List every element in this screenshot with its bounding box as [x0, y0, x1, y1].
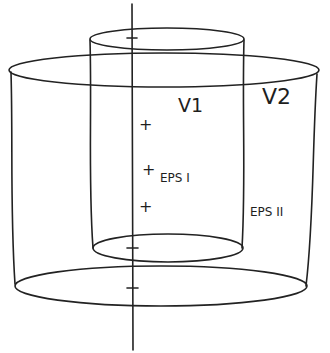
tick-mark — [127, 287, 138, 289]
potential-label: V1 — [178, 96, 203, 115]
charge-sign: + — [139, 117, 152, 133]
region-label: EPS II — [250, 206, 283, 218]
inner-top-ellipse — [90, 28, 244, 50]
outer-bottom-ellipse — [15, 266, 307, 306]
tick-mark — [127, 37, 137, 39]
charge-sign: + — [139, 199, 152, 215]
region-label: EPS I — [160, 172, 190, 184]
inner-side — [242, 40, 244, 248]
potential-label: V2 — [262, 86, 291, 108]
outer-side — [306, 74, 317, 286]
axis-line — [132, 4, 133, 350]
inner-bottom-ellipse — [93, 234, 243, 262]
tick-mark — [127, 247, 138, 249]
outer-side — [11, 72, 15, 284]
outer-top-ellipse — [9, 53, 319, 87]
inner-side — [90, 40, 93, 248]
charge-sign: + — [142, 162, 155, 178]
